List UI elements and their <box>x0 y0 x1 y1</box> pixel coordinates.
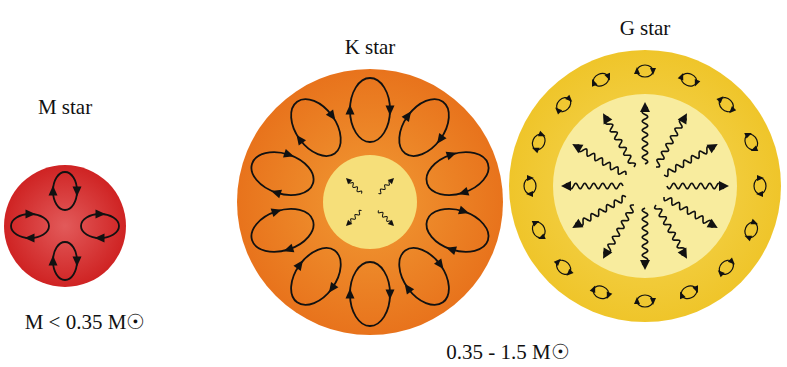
convection-loop <box>277 87 354 168</box>
convection-loop <box>81 210 119 243</box>
convection-loop <box>741 218 761 243</box>
convection-loop <box>634 295 656 307</box>
convection-loop <box>49 172 82 210</box>
radiation-arrow <box>662 140 721 180</box>
radiation-arrow <box>344 208 364 228</box>
star-label: M star <box>38 96 92 119</box>
convection-loop <box>419 140 495 206</box>
radiation-arrow <box>652 203 692 262</box>
star-illustration <box>237 69 503 335</box>
convection-loop <box>385 87 462 168</box>
star-illustration <box>509 50 781 322</box>
convection-loop <box>754 175 766 197</box>
radiation-arrow <box>640 102 650 164</box>
radiation-arrow <box>667 181 729 191</box>
star-circle: K star <box>237 69 503 335</box>
radiation-arrow <box>640 208 650 270</box>
star-circle: M starM < 0.35 M☉ <box>4 165 126 287</box>
star-body <box>509 50 781 322</box>
convection-loop <box>714 93 738 117</box>
convection-loop <box>552 93 576 117</box>
convection-loop <box>49 242 82 280</box>
convection-loop <box>714 255 738 279</box>
star-circle: G star <box>509 50 781 322</box>
convection-loop <box>677 282 702 302</box>
convection-loop <box>346 262 395 326</box>
radiation-arrow <box>376 176 396 196</box>
star-body <box>237 69 503 335</box>
convection-loop <box>277 236 354 317</box>
convection-loop <box>529 130 549 155</box>
convection-loop <box>552 255 576 279</box>
star-label: K star <box>345 36 396 59</box>
convection-loop <box>741 130 761 155</box>
mass-range-label: 0.35 - 1.5 M☉ <box>446 341 569 364</box>
convection-loop <box>244 140 320 206</box>
convection-loop <box>634 65 656 77</box>
mass-label: M < 0.35 M☉ <box>25 311 146 334</box>
star-body <box>4 165 126 287</box>
convection-loop <box>385 236 462 317</box>
radiative-core <box>553 94 737 278</box>
convection-loop <box>419 197 495 263</box>
radiation-arrow <box>376 208 396 228</box>
radiation-arrow <box>599 111 639 170</box>
convection-loop <box>244 197 320 263</box>
convection-loop <box>346 78 395 142</box>
convection-loop <box>524 175 536 197</box>
star-label: G star <box>620 17 671 40</box>
convection-loop <box>589 282 614 302</box>
radiation-arrow <box>570 193 629 233</box>
convection-loop <box>11 210 49 243</box>
convection-loop <box>529 218 549 243</box>
radiation-arrow <box>344 176 364 196</box>
radiation-arrow <box>561 181 623 191</box>
convection-loop <box>677 70 702 90</box>
radiative-core <box>323 155 417 249</box>
convection-loop <box>589 70 614 90</box>
star-illustration <box>4 165 126 287</box>
